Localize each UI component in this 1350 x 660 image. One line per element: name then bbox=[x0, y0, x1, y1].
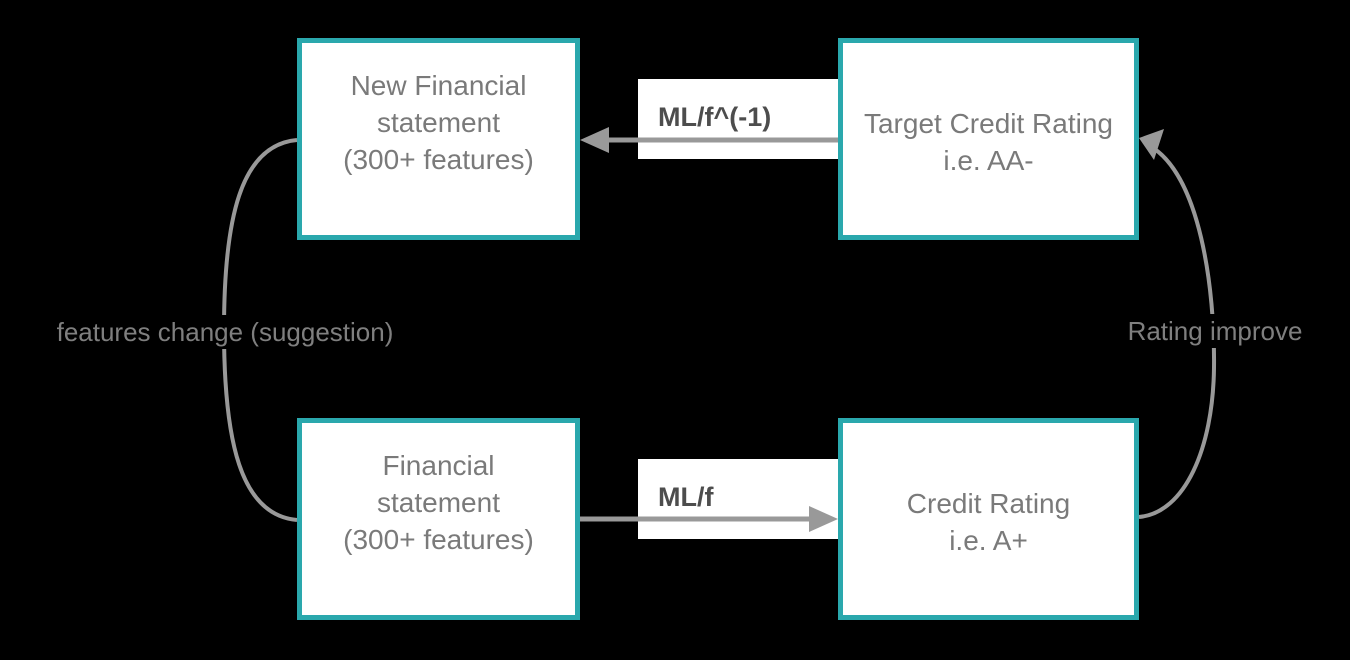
node-text-line: Credit Rating bbox=[906, 488, 1071, 519]
edge-label-background-ml-inverse bbox=[638, 79, 838, 159]
edge-label-background-ml-forward bbox=[638, 459, 838, 539]
edge-label-ml-forward: ML/f bbox=[658, 482, 714, 512]
node-credit-rating: Credit Rating i.e. A+ bbox=[838, 418, 1139, 620]
edge-label-ml-inverse: ML/f^(-1) bbox=[658, 102, 772, 132]
node-text-line: (300+ features) bbox=[343, 524, 534, 555]
edge-rating-improve-arrowhead-icon bbox=[1139, 129, 1164, 160]
node-target-credit-rating: Target Credit Rating i.e. AA- bbox=[838, 38, 1139, 240]
node-text-line: Target Credit Rating bbox=[863, 108, 1113, 139]
edge-label-features-change: features change (suggestion) bbox=[50, 315, 400, 349]
node-text-line: i.e. AA- bbox=[943, 145, 1034, 176]
edge-ml-inverse-arrowhead-icon bbox=[580, 127, 609, 153]
node-text-line: New Financial bbox=[350, 70, 527, 101]
node-text-line: (300+ features) bbox=[343, 144, 534, 175]
node-text-line: Financial bbox=[382, 450, 495, 481]
node-new-financial-statement: New Financial statement (300+ features) bbox=[297, 38, 580, 240]
node-text-line: statement bbox=[377, 487, 500, 518]
edge-label-rating-improve: Rating improve bbox=[1121, 314, 1309, 348]
node-text-line: statement bbox=[377, 107, 500, 138]
node-text-line: i.e. A+ bbox=[949, 525, 1028, 556]
node-financial-statement: Financial statement (300+ features) bbox=[297, 418, 580, 620]
